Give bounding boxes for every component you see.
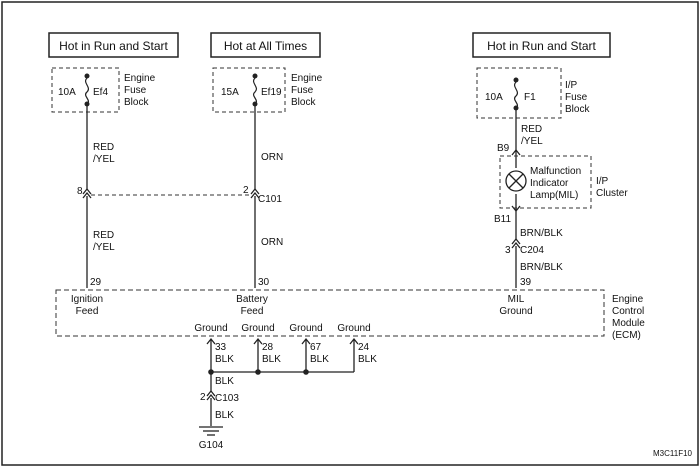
ecm-pin-battery: 30 bbox=[258, 277, 270, 288]
splice-dot bbox=[255, 369, 261, 375]
fuse-id-ef19: Ef19 bbox=[261, 87, 282, 98]
fuse-block-ef19: 15A Ef19 Engine Fuse Block bbox=[212, 67, 323, 113]
wire-color-label: BRN/BLK bbox=[520, 228, 563, 239]
connector-c101: C101 bbox=[258, 194, 282, 205]
ecm-ground-label: Ground bbox=[289, 323, 322, 334]
fuse-block-ef4: 10A Ef4 Engine Fuse Block bbox=[51, 67, 156, 113]
ecm-name-3: Module bbox=[612, 318, 645, 329]
lamp-label-2: Indicator bbox=[530, 178, 569, 189]
ground-icon bbox=[199, 426, 223, 436]
wire-color-label: ORN bbox=[261, 237, 283, 248]
ecm-ground-label: Ground bbox=[194, 323, 227, 334]
ecm-ground-label: Ground bbox=[241, 323, 274, 334]
power-label-left: Hot in Run and Start bbox=[59, 39, 168, 53]
connector-pin: 3 bbox=[505, 245, 511, 256]
ip-cluster-box: Malfunction Indicator Lamp(MIL) I/P Clus… bbox=[499, 155, 628, 209]
splice-dot bbox=[303, 369, 309, 375]
wire-color-label: ORN bbox=[261, 152, 283, 163]
connector-pin: 8 bbox=[77, 186, 83, 197]
fuse-block-f1: 10A F1 I/P Fuse Block bbox=[476, 67, 590, 119]
connector-c103: C103 bbox=[215, 393, 239, 404]
wire-color-label: RED bbox=[521, 124, 542, 135]
fuse-block-label-1: Engine bbox=[124, 73, 156, 84]
wire-color-label: RED bbox=[93, 230, 114, 241]
wire-color-label: BLK bbox=[358, 354, 377, 365]
ecm-battery-label-1: Battery bbox=[236, 294, 268, 305]
fuse-icon bbox=[513, 81, 519, 109]
ground-pin: 67 bbox=[310, 342, 322, 353]
wire-color-label: /YEL bbox=[93, 154, 115, 165]
connector-pin: 2 bbox=[200, 392, 206, 403]
power-box-center: Hot at All Times bbox=[210, 32, 321, 58]
fuse-block-label-2: Fuse bbox=[124, 85, 147, 96]
fuse-rating-ef19: 15A bbox=[221, 87, 239, 98]
ecm-battery-label-2: Feed bbox=[241, 306, 264, 317]
fuse-block-label-3: Block bbox=[291, 97, 316, 108]
wire-color-label: /YEL bbox=[93, 242, 115, 253]
wire-color-label: RED bbox=[93, 142, 114, 153]
fuse-rating-f1: 10A bbox=[485, 92, 503, 103]
ecm-mil-label-1: MIL bbox=[508, 294, 525, 305]
wire-mil-circuit bbox=[511, 110, 521, 288]
fuse-block-label-1: I/P bbox=[565, 80, 578, 91]
wire-color-label: BLK bbox=[215, 410, 234, 421]
power-label-center: Hot at All Times bbox=[224, 39, 307, 53]
wire-color-label: /YEL bbox=[521, 136, 543, 147]
connector-b11: B11 bbox=[494, 214, 511, 225]
connector-pin: 2 bbox=[243, 185, 249, 196]
splice-dot bbox=[208, 369, 214, 375]
ecm-box: 29 30 39 Ignition Feed Battery Feed MIL … bbox=[55, 277, 645, 341]
fuse-block-label-3: Block bbox=[124, 97, 149, 108]
fuse-rating-ef4: 10A bbox=[58, 87, 76, 98]
wire-color-label: BLK bbox=[262, 354, 281, 365]
ecm-name-2: Control bbox=[612, 306, 644, 317]
fuse-block-label-1: Engine bbox=[291, 73, 323, 84]
ecm-ignition-label-2: Feed bbox=[76, 306, 99, 317]
ecm-ignition-label-1: Ignition bbox=[71, 294, 103, 305]
ground-wires bbox=[206, 337, 359, 426]
lamp-label-3: Lamp(MIL) bbox=[530, 190, 578, 201]
cluster-label-1: I/P bbox=[596, 176, 609, 187]
power-box-left: Hot in Run and Start bbox=[48, 32, 179, 58]
fuse-id-f1: F1 bbox=[524, 92, 536, 103]
ecm-ground-label: Ground bbox=[337, 323, 370, 334]
connector-c204: C204 bbox=[520, 245, 544, 256]
power-box-right: Hot in Run and Start bbox=[472, 32, 611, 58]
fuse-block-label-2: Fuse bbox=[565, 92, 588, 103]
ecm-name-1: Engine bbox=[612, 294, 644, 305]
wire-color-label: BLK bbox=[215, 376, 234, 387]
wire-ignition-feed bbox=[82, 106, 92, 288]
connector-b9: B9 bbox=[497, 143, 510, 154]
power-label-right: Hot in Run and Start bbox=[487, 39, 596, 53]
fuse-block-label-2: Fuse bbox=[291, 85, 314, 96]
fuse-icon bbox=[84, 77, 90, 105]
wire-battery-feed bbox=[250, 106, 260, 288]
ground-point-label: G104 bbox=[199, 440, 224, 451]
figure-ref: M3C11F10 bbox=[653, 449, 693, 458]
fuse-id-ef4: Ef4 bbox=[93, 87, 108, 98]
lamp-label-1: Malfunction bbox=[530, 166, 581, 177]
ground-pin: 33 bbox=[215, 342, 227, 353]
wire-color-label: BRN/BLK bbox=[520, 262, 563, 273]
wire-color-label: BLK bbox=[310, 354, 329, 365]
ground-pin: 24 bbox=[358, 342, 370, 353]
ecm-pin-ignition: 29 bbox=[90, 277, 102, 288]
ecm-mil-label-2: Ground bbox=[499, 306, 532, 317]
ecm-name-4: (ECM) bbox=[612, 330, 641, 341]
ecm-pin-mil: 39 bbox=[520, 277, 532, 288]
ground-pin: 28 bbox=[262, 342, 274, 353]
fuse-block-label-3: Block bbox=[565, 104, 590, 115]
lamp-icon bbox=[505, 170, 527, 192]
cluster-label-2: Cluster bbox=[596, 188, 628, 199]
wire-color-label: BLK bbox=[215, 354, 234, 365]
fuse-icon bbox=[252, 77, 258, 105]
